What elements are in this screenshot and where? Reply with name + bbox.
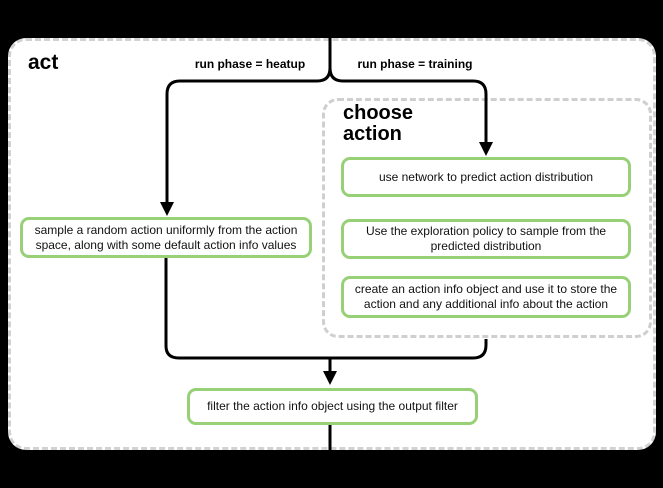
edge-label-training: run phase = training	[357, 57, 473, 71]
node-predict-distribution-label: use network to predict action distributi…	[378, 169, 594, 184]
act-title: act	[28, 51, 59, 74]
node-sample-random-action-label: sample a random action uniformly from th…	[34, 222, 298, 252]
node-filter-output: filter the action info object using the …	[187, 388, 478, 425]
node-action-info-object-label: create an action info object and use it …	[354, 282, 618, 311]
choose-action-title: choose action	[343, 102, 414, 145]
node-predict-distribution: use network to predict action distributi…	[341, 157, 631, 197]
node-exploration-policy-label: Use the exploration policy to sample fro…	[365, 224, 607, 253]
node-filter-output-label: filter the action info object using the …	[207, 399, 458, 413]
edge-label-heatup: run phase = heatup	[194, 57, 306, 71]
node-sample-random-action: sample a random action uniformly from th…	[20, 217, 312, 258]
node-action-info-object: create an action info object and use it …	[341, 276, 631, 318]
node-exploration-policy: Use the exploration policy to sample fro…	[341, 219, 631, 259]
